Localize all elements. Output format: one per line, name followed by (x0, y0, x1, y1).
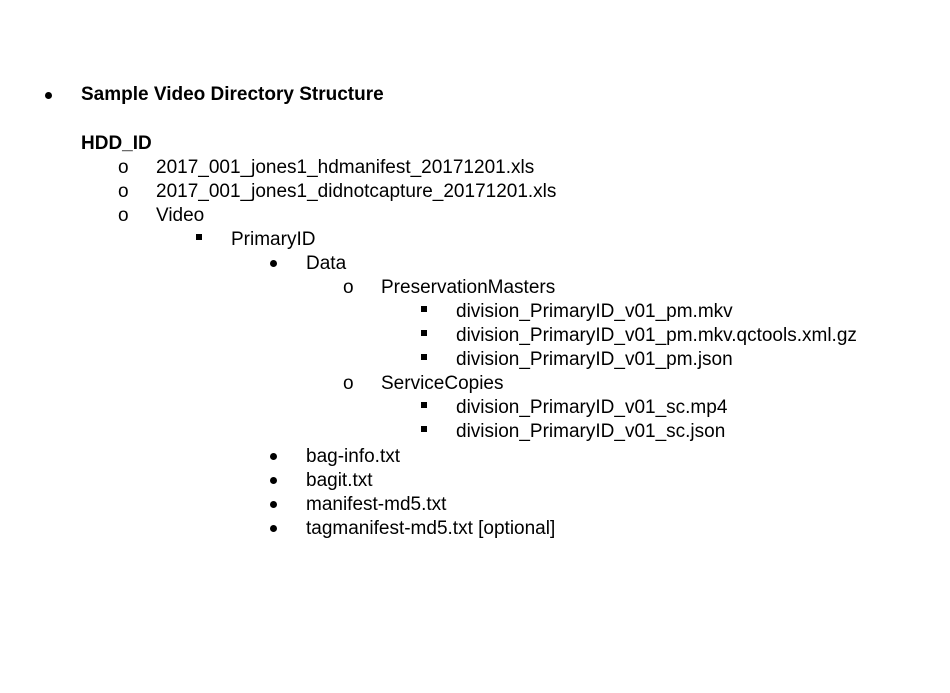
list-item: 2017_001_jones1_hdmanifest_20171201.xls (156, 157, 535, 178)
list-item: tagmanifest-md5.txt [optional] (306, 518, 556, 539)
bullet-marker-icon (270, 525, 277, 532)
list-item: manifest-md5.txt (306, 494, 447, 515)
list-item: division_PrimaryID_v01_pm.json (456, 349, 733, 370)
bullet-marker-icon (270, 501, 277, 508)
list-item: Data (306, 253, 347, 274)
square-marker-icon (421, 402, 427, 408)
bullet-marker-icon (270, 260, 277, 267)
list-item: division_PrimaryID_v01_sc.mp4 (456, 397, 728, 418)
root-folder-label: HDD_ID (81, 133, 152, 154)
list-item: ServiceCopies (381, 373, 504, 394)
square-marker-icon (421, 354, 427, 360)
circle-marker-icon: o (118, 205, 129, 226)
list-item: bag-info.txt (306, 446, 400, 467)
heading-bullet-icon (45, 92, 52, 99)
circle-marker-icon: o (343, 277, 354, 298)
section-heading: Sample Video Directory Structure (81, 84, 384, 105)
square-marker-icon (421, 426, 427, 432)
list-item: 2017_001_jones1_didnotcapture_20171201.x… (156, 181, 557, 202)
bullet-marker-icon (270, 453, 277, 460)
square-marker-icon (421, 330, 427, 336)
list-item: division_PrimaryID_v01_pm.mkv (456, 301, 733, 322)
list-item: PrimaryID (231, 229, 316, 250)
list-item: division_PrimaryID_v01_sc.json (456, 421, 726, 442)
square-marker-icon (196, 234, 202, 240)
circle-marker-icon: o (118, 181, 129, 202)
list-item: division_PrimaryID_v01_pm.mkv.qctools.xm… (456, 325, 857, 346)
list-item: PreservationMasters (381, 277, 556, 298)
circle-marker-icon: o (118, 157, 129, 178)
list-item: bagit.txt (306, 470, 373, 491)
circle-marker-icon: o (343, 373, 354, 394)
list-item: Video (156, 205, 205, 226)
bullet-marker-icon (270, 477, 277, 484)
square-marker-icon (421, 306, 427, 312)
